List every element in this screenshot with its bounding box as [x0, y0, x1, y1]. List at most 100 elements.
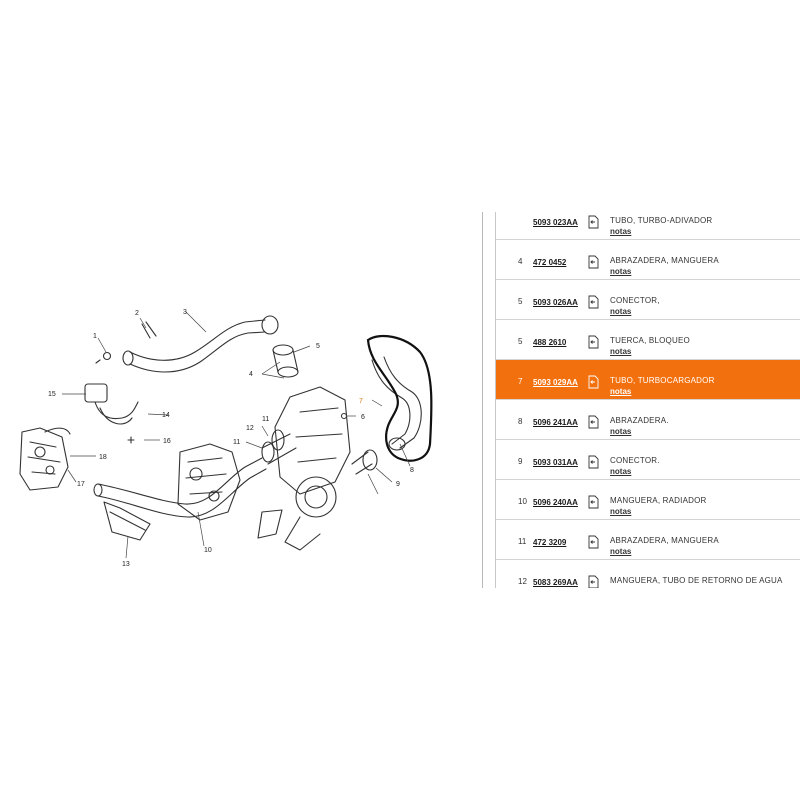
bracket-part-17: [19, 427, 69, 491]
document-arrow-icon[interactable]: [587, 575, 599, 588]
nut-part-6: [340, 412, 348, 420]
document-arrow-icon[interactable]: [587, 415, 599, 429]
flange-part-15: [84, 383, 108, 403]
document-arrow-icon[interactable]: [587, 535, 599, 549]
part-number-link[interactable]: 472 0452: [533, 258, 567, 267]
notes-link[interactable]: notas: [610, 467, 632, 476]
row-index: 10: [518, 497, 527, 506]
notes-link[interactable]: notas: [610, 267, 632, 276]
row-index: 4: [518, 257, 523, 266]
callout-7: 7: [359, 398, 363, 405]
callout-1: 1: [93, 333, 97, 340]
clamp-part-11: [261, 441, 275, 463]
bolt-part-2: [141, 321, 157, 339]
part-number-link[interactable]: 472 3209: [533, 538, 567, 547]
highlight-outline: [366, 334, 433, 462]
row-index: 11: [518, 537, 527, 546]
part-description: ABRAZADERA.: [610, 416, 669, 425]
parts-list: 5093 023AA TUBO, TURBO-ADIVADOR notas 4 …: [496, 212, 800, 588]
clamp-part-12: [271, 429, 285, 451]
callout-15: 15: [48, 391, 56, 398]
part-description: ABRAZADERA, MANGUERA: [610, 536, 719, 545]
document-arrow-icon[interactable]: [587, 375, 599, 389]
part-row-1[interactable]: 4 472 0452 ABRAZADERA, MANGUERA notas: [496, 240, 800, 280]
part-number-link[interactable]: 5096 240AA: [533, 498, 578, 507]
row-index: 5: [518, 337, 523, 346]
part-number-link[interactable]: 5083 269AA: [533, 578, 578, 587]
part-description: CONECTOR.: [610, 456, 660, 465]
callout-2: 2: [135, 310, 139, 317]
part-row-4[interactable]: 7 5093 029AA TUBO, TURBOCARGADOR notas: [496, 360, 800, 400]
document-arrow-icon[interactable]: [587, 495, 599, 509]
part-description: ABRAZADERA, MANGUERA: [610, 256, 719, 265]
part-number-link[interactable]: 5093 031AA: [533, 458, 578, 467]
part-row-6[interactable]: 9 5093 031AA CONECTOR. notas: [496, 440, 800, 480]
callout-10: 10: [204, 547, 212, 554]
notes-link[interactable]: notas: [610, 307, 632, 316]
pane-divider: [482, 212, 483, 588]
row-index: 7: [518, 377, 523, 386]
part-description: TUBO, TURBO-ADIVADOR: [610, 216, 713, 225]
notes-link[interactable]: notas: [610, 507, 632, 516]
callout-9: 9: [396, 481, 400, 488]
document-arrow-icon[interactable]: [587, 215, 599, 229]
part-number-link[interactable]: 488 2610: [533, 338, 567, 347]
row-index: 8: [518, 417, 523, 426]
document-arrow-icon[interactable]: [587, 295, 599, 309]
part-row-2[interactable]: 5 5093 026AA CONECTOR, notas: [496, 280, 800, 320]
callout-3: 3: [183, 309, 187, 316]
part-description: CONECTOR,: [610, 296, 660, 305]
notes-link[interactable]: notas: [610, 347, 632, 356]
part-row-3[interactable]: 5 488 2610 TUERCA, BLOQUEO notas: [496, 320, 800, 360]
notes-link[interactable]: notas: [610, 587, 631, 588]
notes-link[interactable]: notas: [610, 227, 632, 236]
hose-part-3-outline: [129, 331, 266, 373]
hose-part-10: [97, 457, 263, 505]
engine-block: [177, 443, 241, 521]
notes-link[interactable]: notas: [610, 427, 632, 436]
part-row-0[interactable]: 5093 023AA TUBO, TURBO-ADIVADOR notas: [496, 212, 800, 240]
parts-list-panel[interactable]: 5093 023AA TUBO, TURBO-ADIVADOR notas 4 …: [495, 212, 800, 588]
part-description: TUERCA, BLOQUEO: [610, 336, 690, 345]
callout-4: 4: [249, 371, 253, 378]
hose-part-3: [129, 319, 266, 361]
part-number-link[interactable]: 5096 241AA: [533, 418, 578, 427]
part-description: TUBO, TURBOCARGADOR: [610, 376, 715, 385]
bracket-part-13: [103, 501, 151, 541]
parts-diagram: 1 2 3 4 5 6 7 8 9 10 11 11 12 13 14 15 1…: [0, 212, 470, 588]
part-row-5[interactable]: 8 5096 241AA ABRAZADERA. notas: [496, 400, 800, 440]
document-arrow-icon[interactable]: [587, 335, 599, 349]
callout-16: 16: [163, 438, 171, 445]
callout-11-bottom: 11: [233, 439, 240, 446]
part-number-link[interactable]: 5093 029AA: [533, 378, 578, 387]
connector-part-9: [362, 449, 378, 471]
fitting-part-1: [102, 351, 112, 361]
tube-part-7: [371, 359, 411, 445]
callout-8: 8: [410, 467, 414, 474]
part-number-link[interactable]: 5093 026AA: [533, 298, 578, 307]
notes-link[interactable]: notas: [610, 547, 632, 556]
callout-11-top: 11: [262, 416, 269, 423]
turbo-housing: [274, 386, 351, 495]
callout-5: 5: [316, 343, 320, 350]
part-row-7[interactable]: 10 5096 240AA MANGUERA, RADIADOR notas: [496, 480, 800, 520]
turbo-wheel: [295, 476, 337, 518]
part-description: MANGUERA, TUBO DE RETORNO DE AGUA: [610, 576, 783, 585]
document-arrow-icon[interactable]: [587, 455, 599, 469]
callout-18: 18: [99, 454, 107, 461]
callout-12: 12: [246, 425, 254, 432]
row-index: 5: [518, 297, 523, 306]
row-index: 9: [518, 457, 523, 466]
bolt-part-16: [127, 436, 135, 444]
exploded-view-drawing: 1 2 3 4 5 6 7 8 9 10 11 11 12 13 14 15 1…: [19, 309, 433, 568]
clamp-part-4-b: [277, 366, 299, 378]
callout-13: 13: [122, 561, 130, 568]
part-number-link[interactable]: 5093 023AA: [533, 218, 578, 227]
part-row-9[interactable]: 12 5083 269AA MANGUERA, TUBO DE RETORNO …: [496, 560, 800, 588]
part-description: MANGUERA, RADIADOR: [610, 496, 707, 505]
callout-17: 17: [77, 481, 85, 488]
notes-link[interactable]: notas: [610, 387, 632, 396]
document-arrow-icon[interactable]: [587, 255, 599, 269]
callout-6: 6: [361, 414, 365, 421]
part-row-8[interactable]: 11 472 3209 ABRAZADERA, MANGUERA notas: [496, 520, 800, 560]
